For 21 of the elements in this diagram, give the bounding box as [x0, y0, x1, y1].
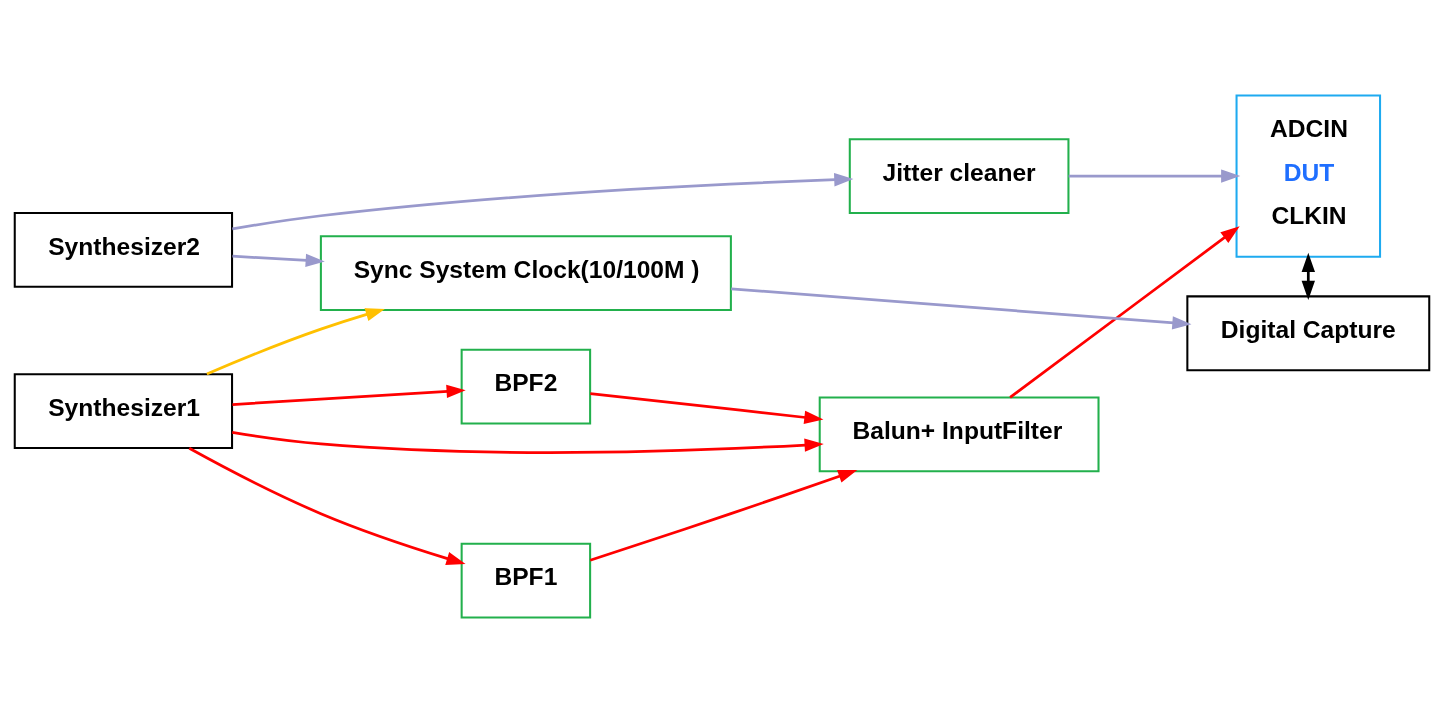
node-box: Synthesizer2 — [13, 211, 234, 288]
arrow — [232, 384, 466, 406]
node-box: Digital Capture — [1186, 295, 1431, 372]
node-box: Balun+ InputFilter — [818, 396, 1100, 473]
arrow — [1009, 226, 1240, 399]
node-box: BPF2 — [460, 348, 592, 425]
arrow — [232, 173, 854, 231]
node-box: Sync System Clock(10/100M ) — [319, 235, 732, 312]
arrow — [731, 287, 1192, 330]
node-box: ADCIN DUT CLKIN — [1235, 94, 1382, 258]
arrow — [232, 431, 824, 454]
node-box: Synthesizer1 — [13, 373, 234, 450]
node-box: BPF1 — [460, 542, 592, 619]
arrow — [1068, 169, 1241, 183]
arrow — [206, 308, 385, 376]
arrow — [589, 469, 858, 562]
arrow — [232, 253, 325, 268]
arrow — [590, 392, 824, 424]
arrow — [188, 447, 466, 565]
node-box: Jitter cleaner — [848, 138, 1070, 215]
arrow — [1301, 252, 1315, 300]
